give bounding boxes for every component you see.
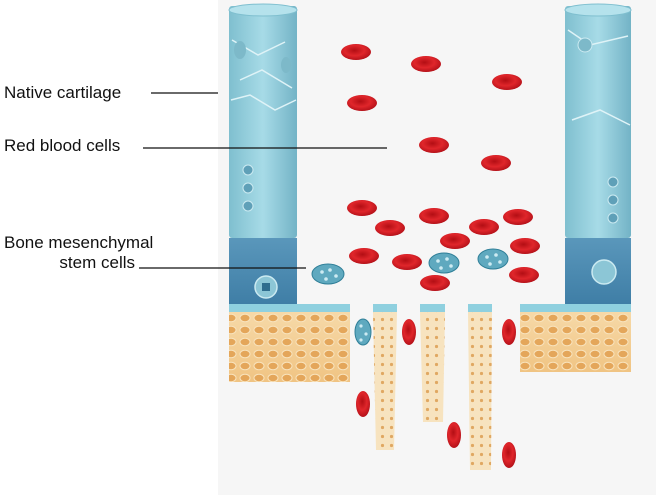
label-red-blood-cells: Red blood cells [4, 136, 121, 155]
label-native-cartilage: Native cartilage [4, 83, 122, 102]
bone-pillars [373, 304, 492, 470]
left-cartilage-column [228, 3, 298, 304]
left-bone-plate [229, 304, 350, 382]
label-stem-cells: Bone mesenchymal stem cells [4, 233, 154, 273]
red-blood-cells [341, 44, 540, 468]
leader-lines [139, 92, 387, 269]
label-stem-cells-line2: stem cells [59, 253, 135, 272]
label-stem-cells-line1: Bone mesenchymal [4, 233, 154, 252]
stem-cells [311, 248, 509, 346]
right-cartilage-column [564, 3, 632, 304]
right-bone-plate [520, 304, 631, 372]
